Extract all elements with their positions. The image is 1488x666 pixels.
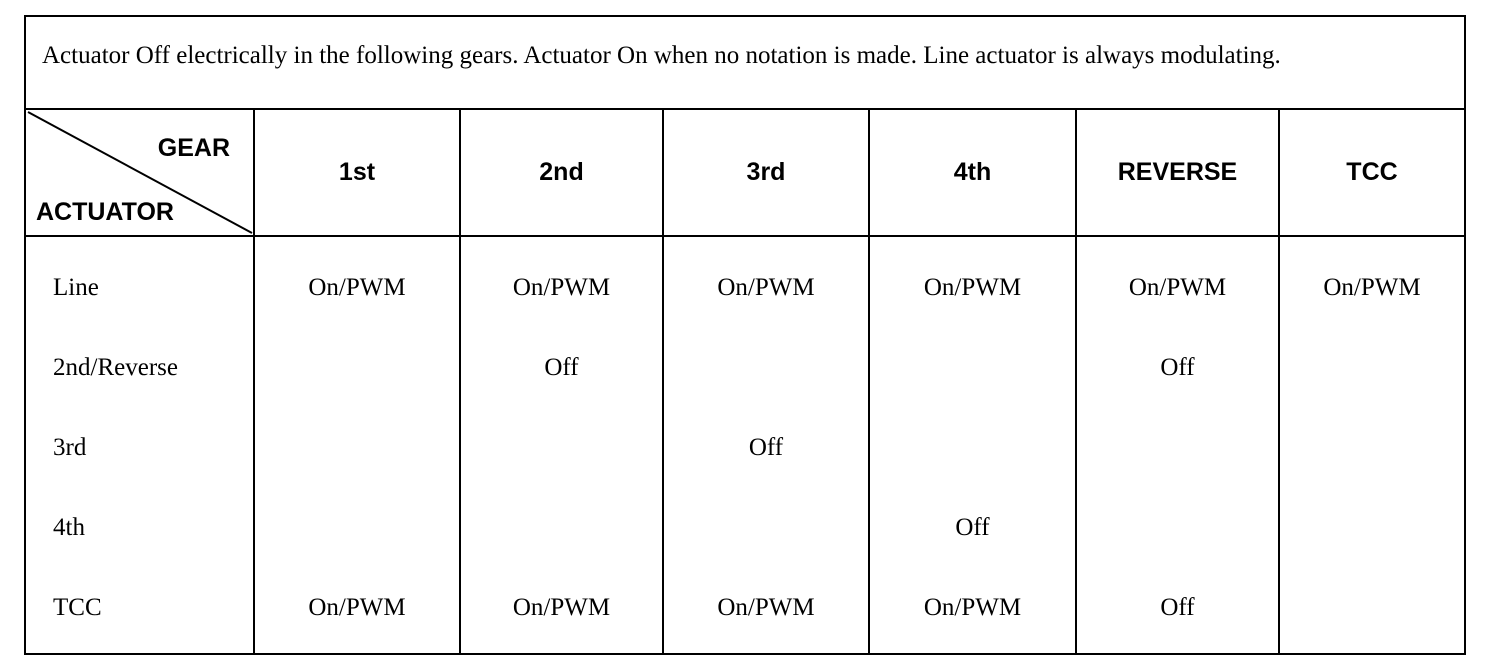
cell: Off (1160, 594, 1195, 621)
row-label-line: Line (53, 274, 99, 301)
cell: On/PWM (717, 594, 815, 621)
note-text: Actuator Off electrically in the followi… (42, 42, 1281, 69)
column-divider (1075, 110, 1077, 653)
gear-header-1st: 1st (338, 158, 376, 186)
cell: Off (1160, 354, 1195, 381)
gear-header-4th: 4th (953, 158, 992, 186)
gear-header-tcc: TCC (1346, 158, 1398, 186)
cell: On/PWM (1323, 274, 1421, 301)
table-note: Actuator Off electrically in the followi… (26, 17, 1464, 109)
cell: On/PWM (308, 274, 406, 301)
divider-header (26, 235, 1464, 237)
row-label-3rd: 3rd (53, 434, 87, 461)
cell: Off (955, 514, 990, 541)
corner-header: GEAR ACTUATOR (26, 110, 254, 235)
column-divider (459, 110, 461, 653)
cell: On/PWM (717, 274, 815, 301)
column-divider (868, 110, 870, 653)
gear-header-reverse: REVERSE (1117, 158, 1238, 186)
row-label-2nd-reverse: 2nd/Reverse (53, 354, 178, 381)
gear-axis-label: GEAR (157, 134, 230, 162)
cell: On/PWM (923, 274, 1022, 301)
actuator-table: Actuator Off electrically in the followi… (24, 15, 1466, 655)
cell: On/PWM (512, 594, 611, 621)
column-divider (1278, 110, 1280, 653)
gear-header-2nd: 2nd (539, 158, 584, 186)
gear-header-3rd: 3rd (746, 158, 786, 186)
row-label-tcc: TCC (53, 594, 102, 621)
column-divider (253, 110, 255, 653)
column-divider (662, 110, 664, 653)
cell: On/PWM (1128, 274, 1227, 301)
divider-note (26, 108, 1464, 110)
cell: Off (544, 354, 579, 381)
cell: On/PWM (512, 274, 611, 301)
cell: On/PWM (923, 594, 1022, 621)
cell: Off (748, 434, 784, 461)
cell: On/PWM (308, 594, 406, 621)
diagonal-divider (27, 111, 253, 234)
actuator-axis-label: ACTUATOR (36, 198, 174, 226)
row-label-4th: 4th (53, 514, 85, 541)
